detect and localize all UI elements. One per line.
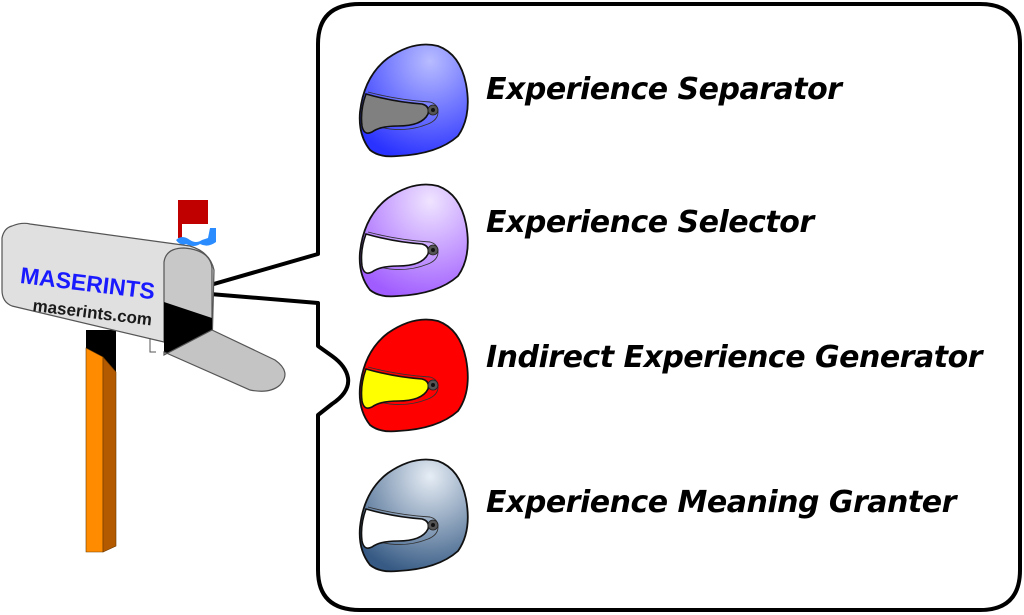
callout-item-label: Experience Meaning Granter — [486, 485, 956, 520]
mailbox-post — [85, 330, 117, 553]
callout-item-label: Experience Selector — [486, 205, 814, 240]
flag-icon — [176, 200, 216, 246]
mailbox — [1, 222, 286, 392]
callout-item-label: Indirect Experience Generator — [486, 340, 982, 375]
lavender-helmet-icon — [358, 183, 469, 298]
steel-blue-helmet-icon — [358, 458, 469, 573]
callout-item-label: Experience Separator — [486, 72, 842, 107]
red-helmet-icon — [358, 318, 469, 433]
blue-helmet-icon — [358, 43, 469, 158]
